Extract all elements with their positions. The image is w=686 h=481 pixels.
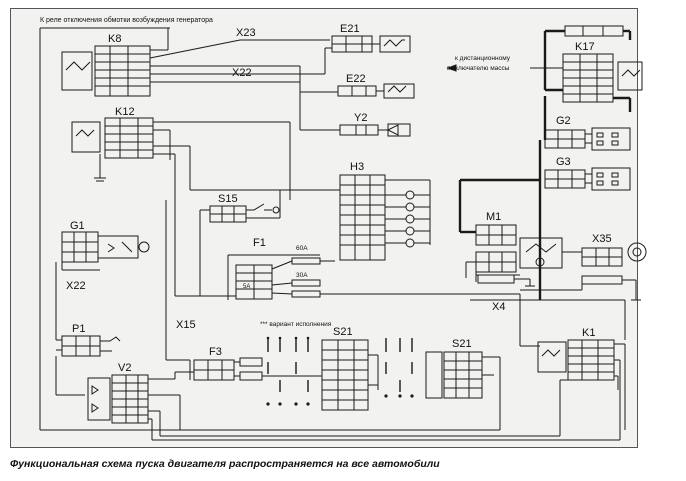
label-Y2: Y2 bbox=[354, 112, 367, 124]
label-K1: K1 bbox=[582, 327, 595, 339]
label-K12: K12 bbox=[115, 106, 135, 118]
sensor-X35 bbox=[581, 242, 647, 267]
label-X22-top: X22 bbox=[232, 67, 252, 79]
label-X4: X4 bbox=[492, 301, 505, 313]
note-top-right-1: к дистанционному bbox=[455, 55, 511, 62]
starter-M1 bbox=[475, 224, 563, 273]
figure-caption: Функциональная схема пуска двигателя рас… bbox=[10, 458, 440, 470]
note-top-right-2: выключателю массы bbox=[447, 65, 510, 72]
label-S15: S15 bbox=[218, 193, 238, 205]
label-X15: X15 bbox=[176, 319, 196, 331]
rectifier-V2 bbox=[87, 374, 149, 424]
fuse-block-F3 bbox=[193, 357, 263, 381]
label-S21: S21 bbox=[333, 326, 353, 338]
note-top-left: К реле отключения обмотки возбуждения ге… bbox=[40, 16, 213, 24]
battery-G3 bbox=[544, 167, 631, 191]
fuse-60a: 60A bbox=[296, 245, 308, 252]
label-F1: F1 bbox=[253, 237, 266, 249]
battery-G1 bbox=[61, 231, 150, 263]
battery-G2 bbox=[544, 127, 631, 151]
fuse-5a: 5A bbox=[243, 284, 250, 290]
label-V2: V2 bbox=[118, 362, 131, 374]
fuse-30a: 30A bbox=[296, 272, 308, 279]
label-X22-left: X22 bbox=[66, 280, 86, 292]
sensor-E21 bbox=[331, 35, 411, 53]
valve-Y2 bbox=[339, 123, 411, 137]
ignition-switch-S21-variant bbox=[425, 351, 483, 399]
label-G3: G3 bbox=[556, 156, 571, 168]
lamp-panel-H3 bbox=[339, 174, 431, 261]
note-variant: *** вариант исполнения bbox=[260, 321, 332, 328]
label-H3: H3 bbox=[350, 161, 364, 173]
switch-variants bbox=[267, 338, 413, 392]
label-K17: K17 bbox=[575, 41, 595, 53]
label-F3: F3 bbox=[209, 346, 222, 358]
label-X35: X35 bbox=[592, 233, 612, 245]
relay-K12 bbox=[71, 117, 154, 159]
label-S21-variant: S21 bbox=[452, 338, 472, 350]
label-X23: X23 bbox=[236, 27, 256, 39]
label-P1: P1 bbox=[72, 323, 85, 335]
label-G2: G2 bbox=[556, 115, 571, 127]
meter-P1 bbox=[61, 335, 121, 357]
sensor-E22 bbox=[337, 83, 415, 99]
label-E22: E22 bbox=[346, 73, 366, 85]
relay-K1 bbox=[537, 339, 615, 381]
switch-S15 bbox=[209, 203, 280, 223]
label-M1: M1 bbox=[486, 211, 501, 223]
label-E21: E21 bbox=[340, 23, 360, 35]
label-K8: K8 bbox=[108, 33, 121, 45]
label-G1: G1 bbox=[70, 220, 85, 232]
ignition-switch-S21 bbox=[321, 339, 369, 411]
relay-K8 bbox=[61, 45, 151, 97]
